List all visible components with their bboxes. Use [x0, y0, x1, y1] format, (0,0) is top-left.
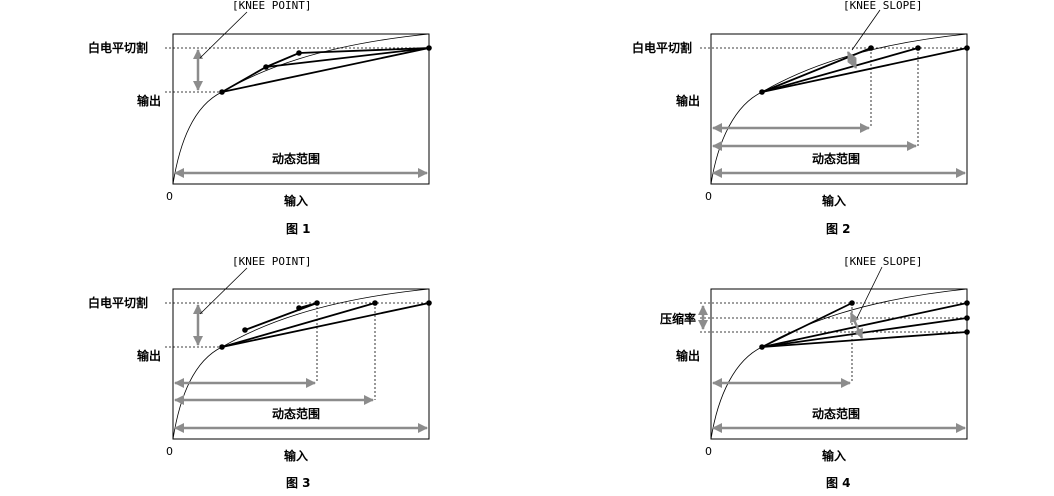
output-label: 输出: [137, 93, 161, 108]
plot-frame: [710, 288, 968, 440]
annotation-leader: [199, 11, 248, 59]
plot-frame: [710, 33, 968, 185]
figure-caption: 图 4: [826, 476, 851, 490]
clip-point-dot: [964, 329, 970, 335]
knee-line-high: [244, 302, 318, 331]
figure-caption: 图 3: [286, 476, 311, 490]
knee-line-mid: [221, 302, 376, 348]
figure-2: [KNEE SLOPE] 白电平切割 输出 动态范围 0 输入 图 2: [632, 0, 970, 236]
slope-arrow: [846, 51, 858, 69]
white-clip-label: 白电平切割: [88, 295, 148, 310]
gamma-curve: [710, 33, 968, 185]
output-label: 输出: [676, 93, 700, 108]
figure-3: [KNEE POINT] 白电平切割 输出 动态范围 0 输入 图 3: [88, 255, 432, 490]
dynamic-range-label: 动态范围: [272, 151, 320, 166]
knee-line-low: [221, 47, 430, 93]
input-label: 输入: [822, 193, 846, 208]
dynamic-range-label: 动态范围: [812, 151, 860, 166]
clip-point-dot: [964, 300, 970, 306]
knee-slope-line: [761, 302, 968, 348]
dynamic-range-label: 动态范围: [812, 406, 860, 421]
clip-point-dot: [426, 300, 432, 306]
knee-slope-line: [761, 317, 968, 348]
output-label: 输出: [137, 348, 161, 363]
knee-slope-line: [761, 331, 968, 348]
knee-line-short: [298, 302, 318, 309]
output-label: 输出: [676, 348, 700, 363]
white-clip-label: 白电平切割: [632, 40, 692, 55]
knee-point-dot: [219, 89, 225, 95]
clip-point-dot: [915, 45, 921, 51]
annotation-leader: [856, 266, 883, 319]
knee-slope-line: [761, 47, 872, 93]
compression-label: 压缩率: [660, 311, 696, 326]
origin-label: 0: [705, 445, 712, 458]
plot-frame: [172, 33, 430, 185]
clip-point-dot: [868, 45, 874, 51]
knee-point-dot: [263, 64, 269, 70]
annotation-leader: [199, 267, 248, 315]
knee-point-dot: [759, 344, 765, 350]
figure-4: [KNEE SLOPE] 压缩率 输出 动态范围 0 输入 图 4: [660, 255, 970, 490]
knee-line-low: [221, 302, 430, 348]
knee-slope-line: [761, 47, 919, 93]
knee-slope-line: [761, 302, 853, 348]
origin-label: 0: [166, 445, 173, 458]
origin-label: 0: [705, 190, 712, 203]
clip-point-dot: [964, 315, 970, 321]
annotation-leader: [851, 9, 881, 51]
input-label: 输入: [822, 448, 846, 463]
clip-point-dot: [964, 45, 970, 51]
clip-point-dot: [426, 45, 432, 51]
input-label: 输入: [284, 448, 308, 463]
figure-caption: 图 2: [826, 222, 851, 236]
annotation-label: [KNEE POINT]: [232, 0, 311, 12]
knee-point-dot: [219, 344, 225, 350]
clip-point-dot: [314, 300, 320, 306]
clip-point-dot: [849, 300, 855, 306]
figure-caption: 图 1: [286, 222, 311, 236]
clip-point-dot: [372, 300, 378, 306]
origin-label: 0: [166, 190, 173, 203]
knee-slope-line: [761, 47, 968, 93]
knee-point-dot: [296, 50, 302, 56]
knee-point-dot: [296, 305, 302, 311]
annotation-label: [KNEE SLOPE]: [843, 0, 922, 12]
plot-frame: [172, 288, 430, 440]
dynamic-range-label: 动态范围: [272, 406, 320, 421]
slope-arrow: [849, 312, 864, 339]
input-label: 输入: [284, 193, 308, 208]
white-clip-label: 白电平切割: [88, 40, 148, 55]
annotation-label: [KNEE POINT]: [232, 255, 311, 268]
knee-point-dot: [242, 327, 248, 333]
knee-point-dot: [759, 89, 765, 95]
figure-1: [KNEE POINT] 白电平切割 输出 动态范围 0 输入 图 1: [88, 0, 432, 236]
annotation-label: [KNEE SLOPE]: [843, 255, 922, 268]
